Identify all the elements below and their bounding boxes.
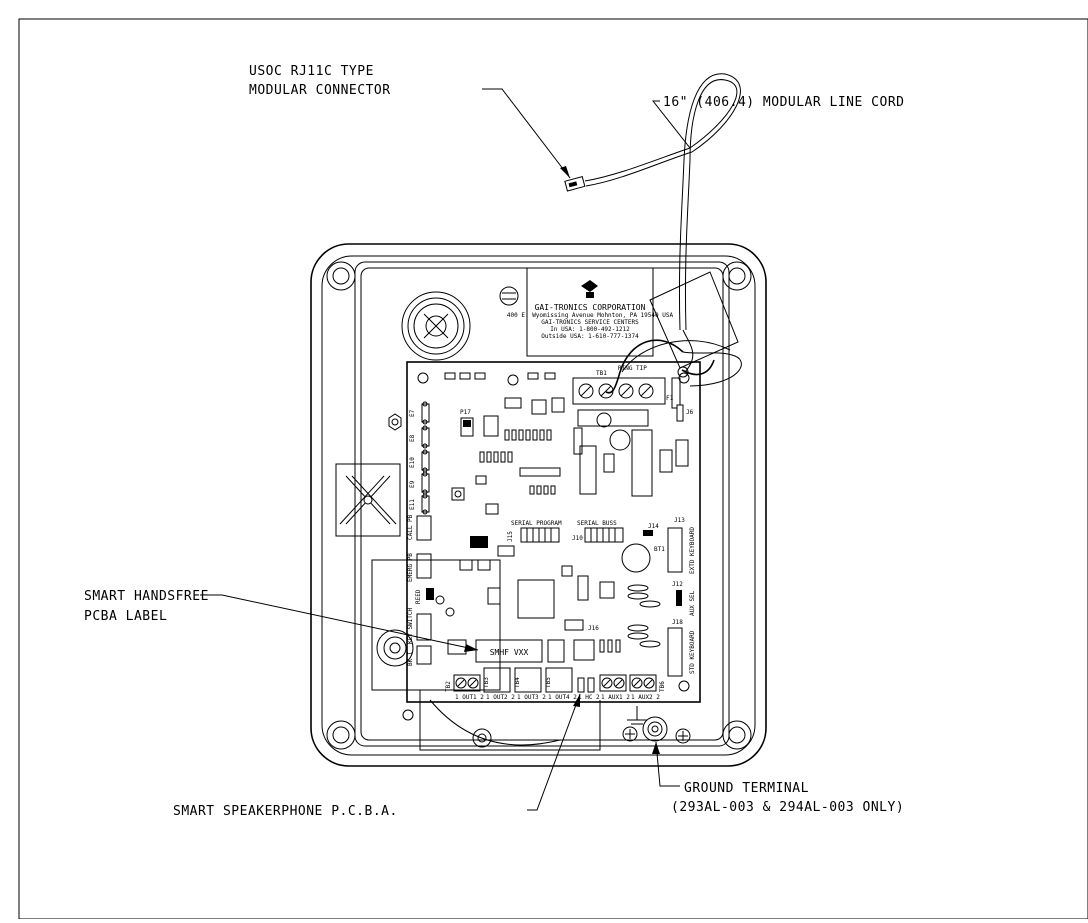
enclosure-box (310, 243, 767, 767)
label-p17: P17 (460, 409, 471, 416)
label-j12: J12 (672, 581, 683, 588)
callout-speakerphone: SMART SPEAKERPHONE P.C.B.A. (173, 804, 398, 819)
label-e7: E7 (409, 409, 416, 417)
microphone-grille (401, 291, 471, 361)
terminal-block-tb1: TB1 RING TIP (572, 365, 666, 405)
corner-screw-bl (326, 720, 356, 750)
output-terminal-blocks: TB2 TB3 TB4 TB5 TB6 1 OUT1 2 1 OUT2 2 1 … (445, 667, 666, 701)
label-tb1: TB1 (596, 370, 607, 377)
label-serial-program: SERIAL PROGRAM (511, 520, 562, 527)
callout-ground-line1: GROUND TERMINAL (684, 781, 809, 796)
callout-connector-line1: USOC RJ11C TYPE (249, 64, 374, 79)
ground-terminal (642, 716, 668, 742)
callout-handsfree-line1: SMART HANDSFREE (84, 589, 209, 604)
label-out1: 1 OUT1 2 (455, 694, 484, 701)
label-e8: E8 (409, 434, 416, 442)
label-e11: E11 (409, 499, 416, 510)
label-hc: 1 HC 2 (578, 694, 600, 701)
corner-screw-br (722, 720, 752, 750)
corner-screw-tl (326, 261, 356, 291)
label-serial-buss: SERIAL BUSS (577, 520, 617, 527)
label-bt1: BT1 (654, 546, 665, 553)
label-j6: J6 (686, 409, 694, 416)
label-tb2: TB2 (445, 681, 452, 692)
label-j13: J13 (674, 517, 685, 524)
callout-ground-line2: (293AL-003 & 294AL-003 ONLY) (671, 800, 904, 815)
label-tb4: TB4 (514, 677, 521, 688)
pcba-label-sticker: SMHF VXX (475, 639, 543, 663)
sheet-border (18, 18, 1088, 920)
callout-handsfree-line2: PCBA LABEL (84, 609, 167, 624)
label-aux-sel: AUX SEL (689, 590, 696, 616)
label-call-pb: CALL PB (407, 514, 414, 540)
nameplate-service: GAI-TRONICS SERVICE CENTERS (541, 319, 639, 326)
serial-program-header: SERIAL PROGRAM J15 (507, 520, 562, 543)
speakerphone-pcb: TB1 RING TIP F1 J6 E7 E8 E10 E9 E11 P17 (402, 361, 701, 721)
x-mount-bracket (335, 463, 401, 537)
jumper-stack: E7 E8 E10 E9 E11 (409, 401, 430, 515)
resistor-array (479, 429, 561, 495)
label-tb5: TB5 (545, 677, 552, 688)
label-bk-i: BK I (407, 651, 414, 666)
nameplate-phone2: Outside USA: 1-610-777-1374 (541, 333, 639, 340)
label-ring-tip: RING TIP (618, 365, 647, 372)
label-aux2: 1 AUX2 2 (631, 694, 660, 701)
label-key-switch: KEY SWITCH (407, 607, 414, 644)
label-emerg-pb: EMERG PB (407, 553, 414, 582)
nameplate: GAI-TRONICS CORPORATION 400 E. Wyomissin… (507, 267, 739, 369)
label-j16: J16 (588, 625, 599, 632)
label-j10: J10 (572, 535, 583, 542)
rj11c-connector (564, 176, 586, 192)
label-j15: J15 (507, 531, 514, 542)
leader-lines (200, 88, 691, 811)
label-f1: F1 (666, 395, 674, 402)
label-extd-keyboard: EXTD KEYBOARD (689, 527, 696, 574)
serial-buss-header: SERIAL BUSS J10 (572, 520, 624, 543)
label-out4: 1 OUT4 2 (548, 694, 577, 701)
label-tb3: TB3 (483, 677, 490, 688)
label-reed: REED (415, 589, 422, 604)
pcba-label-text: SMHF VXX (490, 648, 529, 657)
label-j14: J14 (648, 523, 659, 530)
modular-line-cord (584, 73, 742, 394)
corner-screw-tr (722, 261, 752, 291)
label-tb6: TB6 (659, 681, 666, 692)
label-e9: E9 (409, 480, 416, 488)
callout-line-cord: 16" (406.4) MODULAR LINE CORD (663, 95, 904, 110)
nameplate-phone1: In USA: 1-800-492-1212 (550, 326, 630, 333)
label-j18: J18 (672, 619, 683, 626)
label-std-keyboard: STD KEYBOARD (689, 630, 696, 674)
nameplate-company: GAI-TRONICS CORPORATION (535, 303, 646, 312)
label-e10: E10 (409, 457, 416, 468)
label-out3: 1 OUT3 2 (517, 694, 546, 701)
nameplate-address: 400 E. Wyomissing Avenue Mohnton, PA 195… (507, 312, 674, 319)
label-out2: 1 OUT2 2 (486, 694, 515, 701)
label-aux1: 1 AUX1 2 (601, 694, 630, 701)
callout-connector-line2: MODULAR CONNECTOR (249, 83, 391, 98)
